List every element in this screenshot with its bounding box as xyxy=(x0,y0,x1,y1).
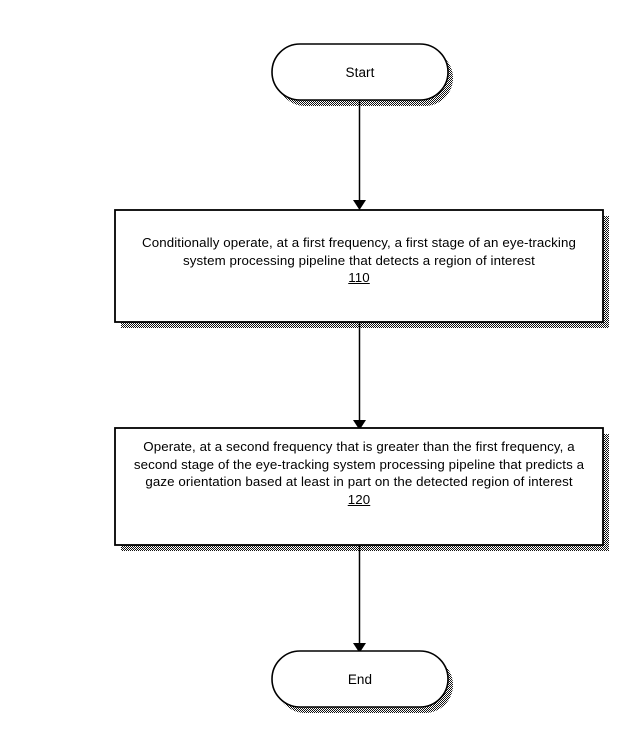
step-120-text: Operate, at a second frequency that is g… xyxy=(133,439,585,490)
start-label: Start xyxy=(345,65,375,80)
end-shape xyxy=(271,650,449,708)
arrowhead-icon xyxy=(353,200,366,210)
node-step-120 xyxy=(114,427,609,551)
step-110-text: Conditionally operate, at a first freque… xyxy=(142,235,576,268)
node-end xyxy=(271,650,453,713)
connector-120-to-end xyxy=(353,545,366,653)
step-120-text-block: Operate, at a second frequency that is g… xyxy=(127,438,591,508)
end-label: End xyxy=(347,672,373,687)
step-110-reference-numeral: 110 xyxy=(348,270,370,286)
arrowhead-icon xyxy=(353,420,366,430)
box1-shape xyxy=(114,209,604,323)
node-start xyxy=(271,43,453,106)
step-120-reference-numeral: 120 xyxy=(347,491,371,507)
step-110-text-block: Conditionally operate, at a first freque… xyxy=(127,234,591,287)
node-step-110 xyxy=(114,209,609,328)
arrowhead-icon xyxy=(353,643,366,653)
connector-110-to-120 xyxy=(353,322,366,430)
connector-start-to-110 xyxy=(353,100,366,210)
box2-shape xyxy=(114,427,604,546)
